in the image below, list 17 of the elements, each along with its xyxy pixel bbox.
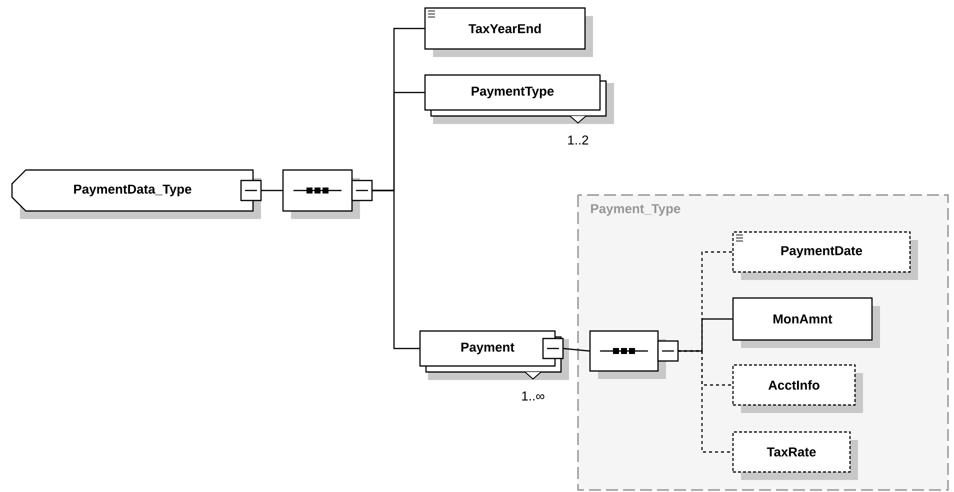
element-box: Payment (419, 330, 569, 380)
element-box: AcctInfo (732, 364, 863, 413)
element-box: MonAmnt (732, 297, 880, 348)
element-box: PaymentType (424, 74, 614, 124)
connector-line (562, 348, 590, 352)
sequence-compositor (589, 330, 679, 379)
connector-line (261, 190, 282, 192)
cardinality-label: 1..2 (568, 135, 588, 145)
element-box: TaxRate (732, 431, 858, 480)
element-box: PaymentDate (732, 231, 918, 280)
cardinality-label: 1..∞ (522, 392, 544, 400)
element-box: TaxYearEnd (424, 7, 593, 57)
sequence-compositor (282, 169, 373, 219)
connector-line (372, 190, 420, 350)
complex-type-box: PaymentData_Type (11, 169, 262, 219)
connector-line (678, 318, 732, 352)
connector-line (678, 350, 732, 453)
